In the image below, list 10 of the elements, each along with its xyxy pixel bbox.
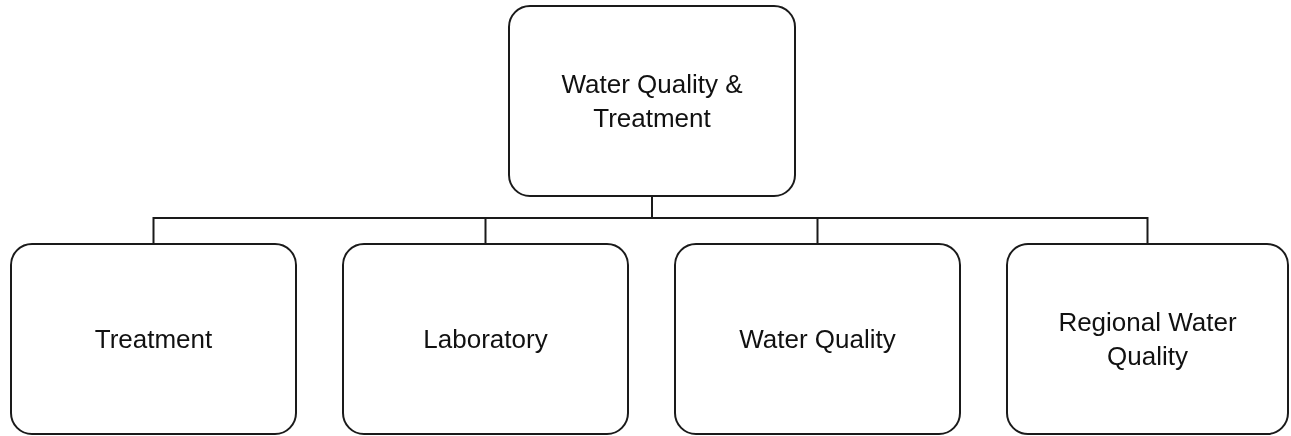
box-label: Water Quality & Treatment [560,68,744,135]
org-box [1006,243,1289,435]
org-box [508,5,796,197]
box-label: Water Quality [739,323,896,356]
box-label: Laboratory [423,323,548,356]
box-label: Regional Water Quality [1057,306,1238,373]
org-box [10,243,297,435]
box-label: Treatment [94,323,213,356]
org-box [674,243,961,435]
org-box [342,243,629,435]
